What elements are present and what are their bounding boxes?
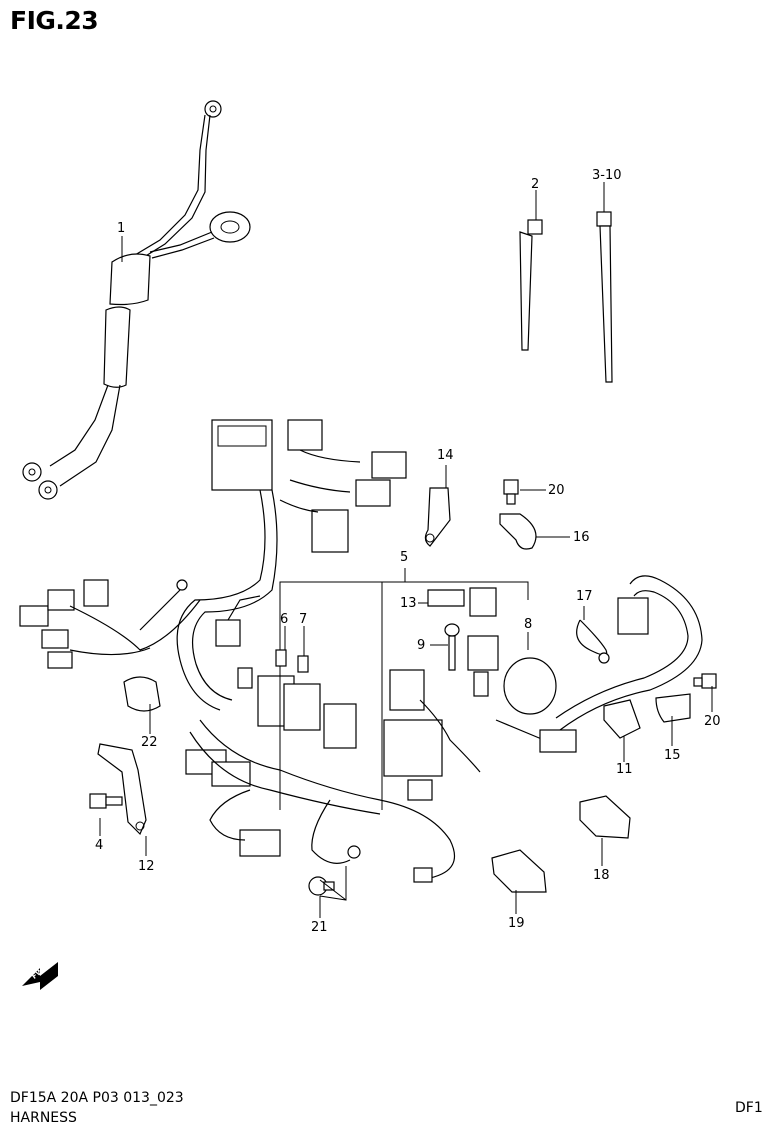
bolt-part-20b[interactable] <box>693 673 717 689</box>
callout-18[interactable]: 18 <box>593 868 610 883</box>
leader-lines <box>99 182 713 918</box>
callout-8[interactable]: 8 <box>524 617 533 632</box>
clamp-part-11[interactable] <box>603 699 641 739</box>
fuse-part-7[interactable] <box>297 655 309 673</box>
bolt-part-20a[interactable] <box>503 479 519 505</box>
group-bracket-5 <box>279 568 529 810</box>
callout-4[interactable]: 4 <box>95 838 104 853</box>
figure-title: FIG.23 <box>10 6 99 35</box>
bracket-part-12[interactable] <box>97 743 147 836</box>
callout-20b[interactable]: 20 <box>704 714 721 729</box>
callout-1[interactable]: 1 <box>117 221 126 236</box>
cover-part-13[interactable] <box>427 587 497 617</box>
figure-name: HARNESS <box>10 1110 77 1126</box>
page-reference: DF1 <box>735 1100 763 1116</box>
figure-code: DF15A 20A P03 013_023 <box>10 1090 184 1106</box>
callout-22[interactable]: 22 <box>141 735 158 750</box>
callout-7[interactable]: 7 <box>299 612 308 627</box>
callout-21[interactable]: 21 <box>311 920 328 935</box>
clamp-part-16[interactable] <box>499 513 537 550</box>
clamp-part-19[interactable] <box>491 849 547 893</box>
band-part-17[interactable] <box>576 619 610 664</box>
callout-17[interactable]: 17 <box>576 589 593 604</box>
callout-19[interactable]: 19 <box>508 916 525 931</box>
callout-5[interactable]: 5 <box>400 550 409 565</box>
callout-16[interactable]: 16 <box>573 530 590 545</box>
protector-part-22[interactable] <box>123 676 161 712</box>
fwd-arrow-icon <box>22 962 58 990</box>
cable-tie-part-2[interactable] <box>519 219 543 351</box>
fuse-part-6[interactable] <box>275 649 287 667</box>
bracket-part-14[interactable] <box>424 487 451 547</box>
bolt-part-4[interactable] <box>89 793 123 809</box>
bracket-part-15[interactable] <box>655 693 691 723</box>
cable-tie-part-3-10[interactable] <box>596 211 613 383</box>
callout-3-10[interactable]: 3-10 <box>592 168 622 183</box>
callout-15[interactable]: 15 <box>664 748 681 763</box>
callout-2[interactable]: 2 <box>531 177 540 192</box>
callout-20a[interactable]: 20 <box>548 483 565 498</box>
callout-14[interactable]: 14 <box>437 448 454 463</box>
callout-11[interactable]: 11 <box>616 762 633 777</box>
callout-6[interactable]: 6 <box>280 612 289 627</box>
callout-12[interactable]: 12 <box>138 859 155 874</box>
callout-13[interactable]: 13 <box>400 596 417 611</box>
main-harness-part[interactable] <box>19 419 703 883</box>
clamp-part-18[interactable] <box>579 795 631 839</box>
callout-9[interactable]: 9 <box>417 638 426 653</box>
bolt-part-21[interactable] <box>308 876 335 896</box>
terminal-part-9[interactable] <box>444 623 460 671</box>
battery-cable-part[interactable] <box>22 100 251 500</box>
